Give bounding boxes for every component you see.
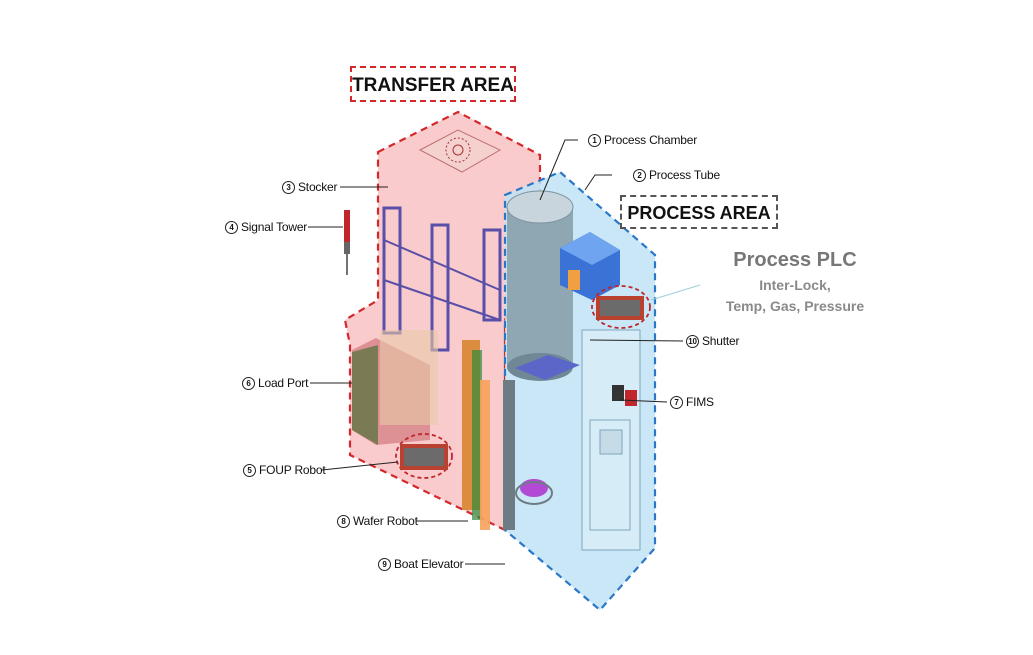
process-area-label: PROCESS AREA [620,195,778,229]
process-plc-title: Process PLC [733,249,857,271]
callout-label: Boat Elevator [394,557,464,571]
callout-label: Wafer Robot [353,514,418,528]
callout-number: 10 [686,335,699,348]
callout-label: Signal Tower [241,220,308,234]
callout-number: 5 [243,464,256,477]
process-plc-line2: Temp, Gas, Pressure [725,298,865,314]
callout-label: Process Chamber [604,133,698,147]
callout-label: FIMS [686,395,714,409]
callout-number: 3 [282,181,295,194]
signal-tower-icon [344,210,350,275]
callout-label: FOUP Robot [259,463,326,477]
transfer-area-region [343,110,542,532]
callout-number: 7 [670,396,683,409]
callout-number: 8 [337,515,350,528]
process-plc-module [591,284,701,329]
callout-label: Process Tube [649,168,720,182]
process-area-region [503,170,657,612]
process-plc-line1: Inter-Lock, [759,277,831,293]
callout-number: 2 [633,169,646,182]
callout-label: Shutter [702,334,740,348]
callout-number: 4 [225,221,238,234]
callout-label: Load Port [258,376,309,390]
callout-number: 6 [242,377,255,390]
callout-label: Stocker [298,180,338,194]
leader-lines [308,139,684,565]
transfer-area-label: TRANSFER AREA [350,66,516,102]
callout-number: 9 [378,558,391,571]
foup-robot-plc-module [395,433,453,479]
callout-number: 1 [588,134,601,147]
